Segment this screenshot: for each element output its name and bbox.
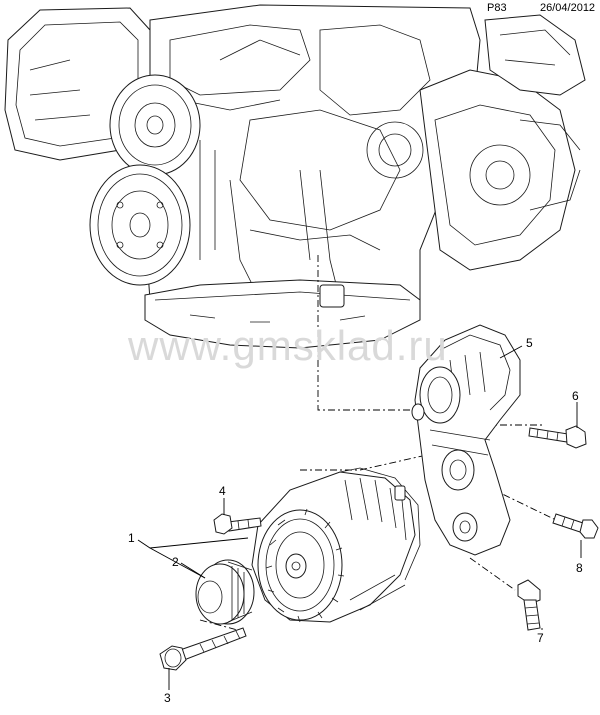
- callout-7: 7: [537, 631, 544, 645]
- callout-8: 8: [576, 561, 583, 575]
- bolt-7: [517, 579, 541, 631]
- bolt-4: [213, 513, 262, 535]
- engine-block: [4, 4, 586, 349]
- bolt-6: [528, 425, 587, 449]
- callout-5: 5: [526, 336, 533, 350]
- diagram-date: 26/04/2012: [540, 2, 596, 14]
- callout-3: 3: [164, 691, 171, 705]
- leader-1b: [149, 547, 206, 579]
- long-bolt-3: [159, 627, 247, 671]
- alternator: [251, 467, 421, 623]
- callout-1: 1: [128, 531, 135, 545]
- leader-1: [137, 537, 249, 549]
- leader-lines: [137, 345, 582, 690]
- crankshaft-pulley: [89, 164, 191, 286]
- assembly-line-bolt-7: [469, 557, 516, 591]
- leader-2: [180, 562, 206, 579]
- assembly-line-engine-bracket: [317, 255, 418, 411]
- bolt-8: [552, 513, 599, 539]
- assembly-line-bracket-alternator: [300, 451, 441, 471]
- assembly-line-bolt-8: [489, 487, 561, 523]
- alternator-bracket: [411, 324, 521, 556]
- callout-2: 2: [172, 555, 179, 569]
- alternator-pulley: [195, 559, 255, 625]
- callout-6: 6: [572, 389, 579, 403]
- idler-pulley: [109, 74, 201, 176]
- watermark: www.gmsklad.ru: [128, 322, 448, 369]
- diagram-code: P83: [487, 2, 507, 14]
- callout-4: 4: [219, 484, 226, 498]
- leader-5: [499, 345, 523, 359]
